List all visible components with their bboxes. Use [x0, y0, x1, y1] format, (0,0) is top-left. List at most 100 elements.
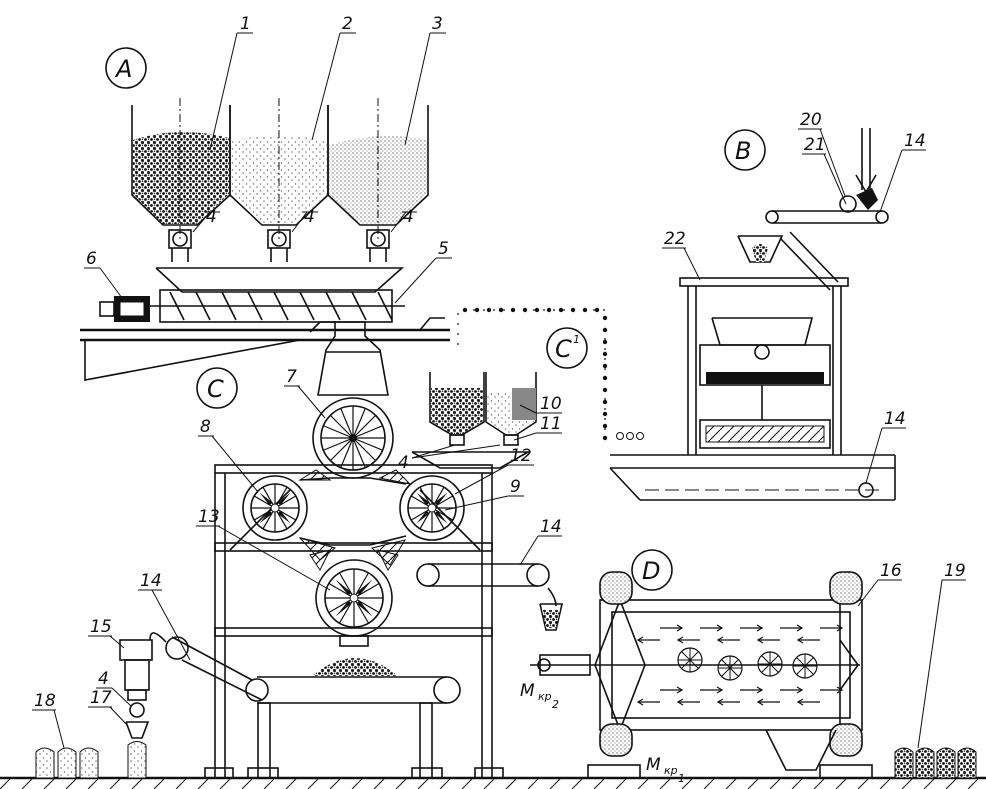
callout-14a: 14 — [879, 131, 926, 213]
callout-4b-text: 4 — [304, 207, 315, 227]
callout-13: 13 — [196, 507, 331, 591]
callout-4d-text: 4 — [398, 453, 409, 473]
drum-section-d — [530, 571, 873, 779]
bagging-unit — [119, 639, 153, 779]
callout-10-text: 10 — [540, 394, 562, 414]
section-marker-b: B — [724, 129, 766, 171]
callout-18-text: 18 — [34, 691, 56, 711]
torque-2-kr: кр — [538, 690, 552, 703]
callout-4b: 4 — [291, 207, 318, 233]
callout-3-text: 3 — [432, 14, 443, 34]
torque-label-1: M кр 1 — [646, 755, 685, 785]
callout-12: 12 — [454, 446, 534, 495]
callout-11-text: 11 — [540, 414, 562, 434]
callout-20-text: 20 — [800, 110, 822, 130]
callout-15: 15 — [88, 617, 125, 649]
callout-14b-text: 14 — [884, 409, 906, 429]
belt-conveyor-14-short — [416, 563, 557, 607]
callout-8: 8 — [198, 417, 259, 493]
valve-a2 — [267, 229, 291, 262]
hopper-3 — [327, 98, 429, 240]
torque-2-index: 2 — [552, 698, 559, 711]
section-marker-c1: C 1 — [546, 327, 588, 369]
callout-3: 3 — [404, 14, 446, 146]
hoppers-10-11 — [411, 372, 537, 469]
callout-14b: 14 — [865, 409, 906, 484]
section-marker-a: A — [105, 47, 147, 89]
section-c-label: C — [207, 375, 224, 403]
callout-21-text: 21 — [804, 135, 826, 155]
callout-11: 11 — [513, 414, 562, 441]
callout-6: 6 — [84, 249, 123, 299]
callout-1-text: 1 — [240, 14, 251, 34]
section-b-label: B — [735, 137, 751, 165]
callout-14d-text: 14 — [140, 571, 162, 591]
discharge-pile — [312, 658, 398, 676]
section-marker-d: D — [631, 549, 673, 591]
callout-4e-text: 4 — [98, 669, 109, 689]
callout-14a-text: 14 — [904, 131, 926, 151]
callout-14c-text: 14 — [540, 517, 562, 537]
callout-13-text: 13 — [198, 507, 220, 527]
feeder-7 — [312, 321, 394, 479]
callout-4a-text: 4 — [206, 207, 217, 227]
callout-7-text: 7 — [286, 367, 297, 387]
callout-8-text: 8 — [200, 417, 211, 437]
callout-4e: 4 — [96, 669, 132, 707]
hopper-section-a — [80, 98, 450, 381]
section-b — [609, 128, 896, 501]
section-c1-sup: 1 — [573, 333, 580, 346]
valve-a1 — [168, 229, 192, 262]
callout-7: 7 — [284, 367, 326, 419]
rotor-13 — [309, 549, 399, 647]
callout-4d: 4 — [398, 444, 501, 473]
callout-22-text: 22 — [664, 229, 686, 249]
torque-1-kr: кр — [664, 764, 678, 777]
callout-9: 9 — [444, 477, 524, 511]
callout-20: 20 — [798, 110, 846, 197]
section-d-label: D — [642, 557, 660, 585]
callout-12-text: 12 — [510, 446, 532, 466]
section-c1-label: C — [555, 335, 572, 363]
hopper-1 — [131, 98, 231, 240]
callout-2-text: 2 — [342, 14, 353, 34]
return-path-c1 — [457, 307, 644, 445]
bags-19 — [894, 747, 977, 779]
callout-4c-text: 4 — [403, 207, 414, 227]
valve-a3 — [366, 229, 390, 262]
screw-conveyor-5 — [150, 289, 405, 323]
rotor-9 — [399, 475, 465, 541]
callout-16: 16 — [857, 561, 902, 607]
callout-9-text: 9 — [510, 477, 521, 497]
callout-14d: 14 — [138, 571, 191, 661]
callout-19: 19 — [917, 561, 966, 749]
callout-4c: 4 — [390, 207, 417, 233]
callout-16-text: 16 — [880, 561, 902, 581]
callout-5-text: 5 — [438, 239, 449, 259]
section-a-label: A — [114, 55, 132, 83]
callout-15-text: 15 — [90, 617, 112, 637]
callout-22: 22 — [662, 229, 701, 281]
callout-14c: 14 — [519, 517, 562, 566]
torque-1-index: 1 — [678, 772, 685, 785]
collecting-funnel — [155, 267, 405, 293]
callout-17: 17 — [88, 688, 129, 727]
press-22 — [679, 231, 849, 455]
callout-19-text: 19 — [944, 561, 966, 581]
callout-18: 18 — [32, 691, 65, 749]
small-conveyor — [765, 128, 889, 224]
callout-1: 1 — [209, 14, 253, 151]
torque-1-m: M — [646, 755, 661, 775]
belt-conveyor-14-long — [245, 676, 461, 779]
ground-line — [0, 776, 986, 789]
section-marker-c: C — [196, 367, 238, 409]
callout-4a: 4 — [192, 207, 220, 233]
mill-section-c — [149, 321, 557, 779]
belt-conveyor-b — [609, 454, 896, 501]
bags-18 — [35, 747, 99, 779]
motor-6 — [99, 296, 150, 322]
callout-17-text: 17 — [90, 688, 112, 708]
support-frame-a — [80, 317, 450, 381]
callout-2: 2 — [311, 14, 356, 141]
